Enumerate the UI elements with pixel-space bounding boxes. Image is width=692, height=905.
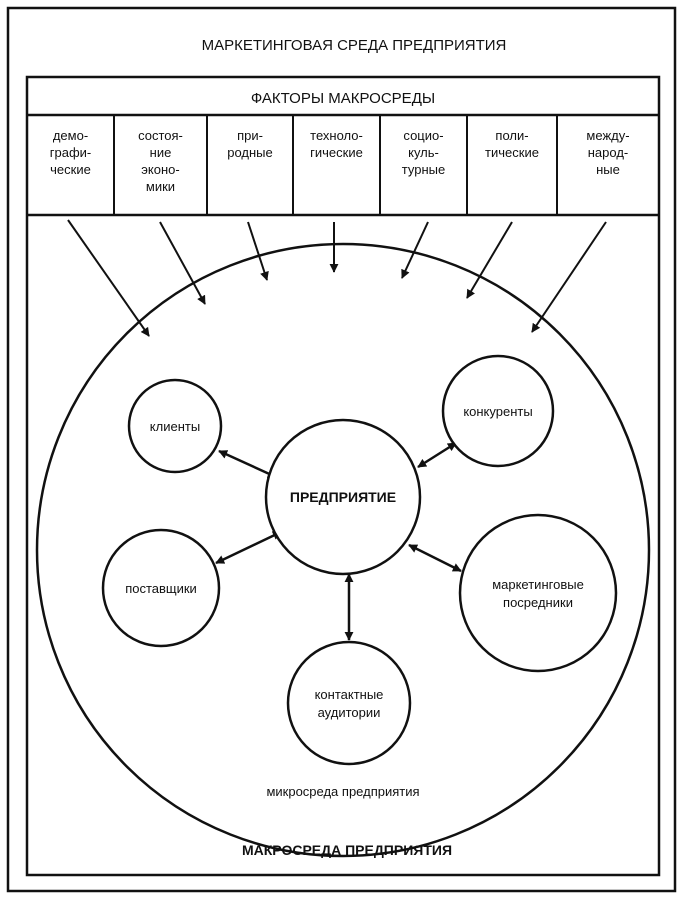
actor-clients-label: клиенты <box>150 419 200 434</box>
macro-influence-arrows <box>67 219 607 337</box>
factor-economic-line: ние <box>150 145 172 160</box>
factor-political: поли-тические <box>485 128 539 160</box>
factor-natural-line: родные <box>227 145 273 160</box>
actor-contact-audiences-line: аудитории <box>318 705 381 720</box>
actor-suppliers-label: поставщики <box>125 581 197 596</box>
macro-factors-header: ФАКТОРЫ МАКРОСРЕДЫ <box>251 90 435 107</box>
factor-natural: при-родные <box>227 128 273 160</box>
actor-competitors-line: конкуренты <box>463 404 532 419</box>
factor-demographic-line: демо- <box>53 128 88 143</box>
macro-environment-frame <box>25 75 661 877</box>
actor-contact-audiences-line: контактные <box>315 687 384 702</box>
diagram-title: МАРКЕТИНГОВАЯ СРЕДА ПРЕДПРИЯТИЯ <box>202 37 507 54</box>
connector-competitors <box>417 441 457 469</box>
factor-economic-line: состоя- <box>138 128 183 143</box>
factor-sociocultural-line: куль- <box>408 145 439 160</box>
actor-marketing-intermediaries-line: маркетинговые <box>492 577 584 592</box>
factor-economic-line: мики <box>146 179 175 194</box>
micro-actors: клиенты конкуренты поставщики маркетинговые… <box>101 354 618 766</box>
actor-contact-audiences-label: контактные аудитории <box>315 687 384 720</box>
actor-connectors <box>215 441 462 641</box>
arrow-natural <box>247 221 269 281</box>
factor-economic-line: эконо- <box>141 162 179 177</box>
actor-suppliers-circle <box>101 528 221 648</box>
factor-natural-line: при- <box>237 128 263 143</box>
actor-marketing-intermediaries-label: маркетинговые посредники <box>492 577 584 610</box>
arrow-economic <box>159 221 206 305</box>
enterprise-label: ПРЕДПРИЯТИЕ <box>290 489 396 505</box>
arrow-demographic <box>67 219 150 337</box>
arrow-international <box>531 221 607 333</box>
actor-clients-circle <box>127 378 223 474</box>
factor-international: между-народ-ные <box>586 128 629 177</box>
macro-factors-row: демо-графи-ческие состоя-ние эконо-мики при… <box>27 115 659 217</box>
factor-political-line: поли- <box>495 128 528 143</box>
factor-demographic: демо-графи-ческие <box>50 128 92 177</box>
factor-economic: состоя-ние эконо-мики <box>138 128 183 194</box>
actor-suppliers-line: поставщики <box>125 581 197 596</box>
factor-technological-line: техноло- <box>310 128 363 143</box>
outer-frame <box>6 6 677 893</box>
actor-contact-audiences-circle <box>286 640 412 766</box>
actor-competitors-circle <box>441 354 555 468</box>
macro-environment-label: МАКРОСРЕДА ПРЕДПРИЯТИЯ <box>242 842 452 858</box>
factor-international-line: народ- <box>588 145 629 160</box>
factor-international-line: между- <box>586 128 629 143</box>
factor-technological: техноло-гические <box>310 128 363 160</box>
actor-competitors-label: конкуренты <box>463 404 532 419</box>
factor-demographic-line: ческие <box>50 162 91 177</box>
actor-marketing-intermediaries-line: посредники <box>503 595 573 610</box>
enterprise-label-line: ПРЕДПРИЯТИЕ <box>290 489 396 505</box>
actor-marketing-intermediaries-circle <box>458 513 618 673</box>
factor-sociocultural-line: социо- <box>403 128 443 143</box>
factor-international-line: ные <box>596 162 620 177</box>
factor-sociocultural: социо-куль-турные <box>402 128 445 177</box>
factor-political-line: тические <box>485 145 539 160</box>
factor-demographic-line: графи- <box>50 145 92 160</box>
arrow-political <box>466 221 513 299</box>
connector-suppliers <box>215 530 282 565</box>
arrow-sociocultural <box>401 221 429 279</box>
factor-technological-line: гические <box>310 145 363 160</box>
connector-clients <box>218 449 277 479</box>
connector-marketing-intermediaries <box>408 543 462 573</box>
micro-environment-circle <box>35 242 651 858</box>
factor-sociocultural-line: турные <box>402 162 445 177</box>
actor-clients-line: клиенты <box>150 419 200 434</box>
enterprise-circle <box>264 418 422 576</box>
micro-environment-label: микросреда предприятия <box>266 784 419 799</box>
